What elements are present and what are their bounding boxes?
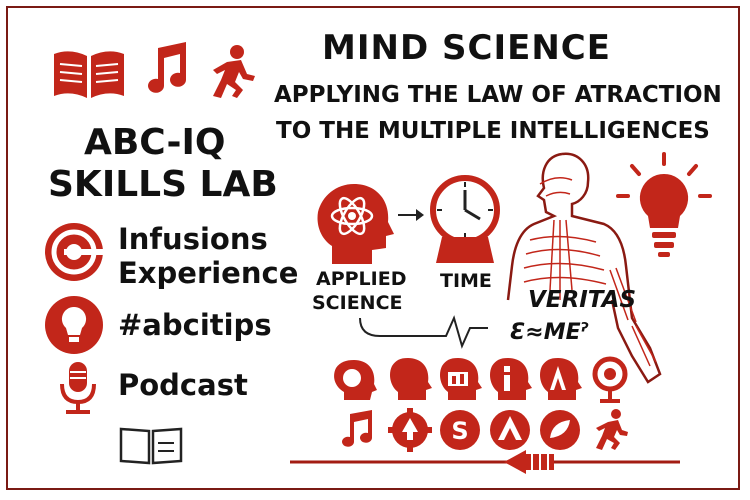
head-face-icon: [334, 360, 377, 400]
veritas-label: VERITAS: [528, 287, 637, 313]
arrow-timeline: [290, 450, 680, 474]
pulse-line: [359, 315, 488, 349]
head-info-icon: [490, 358, 532, 400]
head-profile-icon: [390, 358, 432, 400]
tent-circle-icon: [490, 410, 530, 450]
link-abcitips[interactable]: #abcitips: [118, 308, 272, 342]
arrow-right-icon: [398, 209, 424, 221]
time-label: TIME: [440, 270, 492, 292]
location-pin-icon: [592, 356, 628, 403]
head-letter-icon: [540, 358, 582, 400]
link-infusions-line-2[interactable]: Experience: [118, 256, 299, 290]
idea-bulb-icon: [616, 152, 712, 257]
page-title: MIND SCIENCE: [322, 28, 611, 68]
subtitle-line-1: APPLYING THE LAW OF ATRACTION: [274, 82, 722, 108]
page-frame: [6, 6, 740, 490]
subtitle-line-2: TO THE MULTIPLE INTELLIGENCES: [276, 118, 710, 144]
link-infusions-line-1[interactable]: Infusions: [118, 222, 268, 256]
applied-science-line-1: APPLIED: [316, 268, 407, 290]
head-atom-icon: [317, 184, 394, 264]
applied-science-line-2: SCIENCE: [312, 292, 403, 314]
music-note-small-icon: [342, 410, 372, 447]
leaf-circle-icon: [540, 410, 580, 450]
s-circle-icon: S: [440, 410, 480, 450]
open-book-icon: [54, 51, 124, 98]
music-note-icon: [148, 42, 186, 93]
gear-tree-icon: [388, 408, 432, 452]
running-person-icon: [213, 45, 255, 98]
book-outline-icon: [119, 427, 183, 465]
clock-icon: [430, 175, 500, 263]
head-chart-icon: [440, 358, 482, 400]
brand-line-2: SKILLS LAB: [48, 164, 278, 205]
human-anatomy-figure: [506, 152, 662, 384]
target-icon: [45, 223, 104, 281]
link-podcast[interactable]: Podcast: [118, 368, 248, 402]
microphone-icon: [60, 362, 96, 414]
brand-line-1: ABC-IQ: [84, 122, 226, 163]
running-person-small-icon: [596, 409, 628, 450]
svg-text:S: S: [451, 417, 468, 445]
lightbulb-icon: [45, 296, 103, 354]
formula-label: Ɛ≈MEˀ: [510, 320, 588, 345]
